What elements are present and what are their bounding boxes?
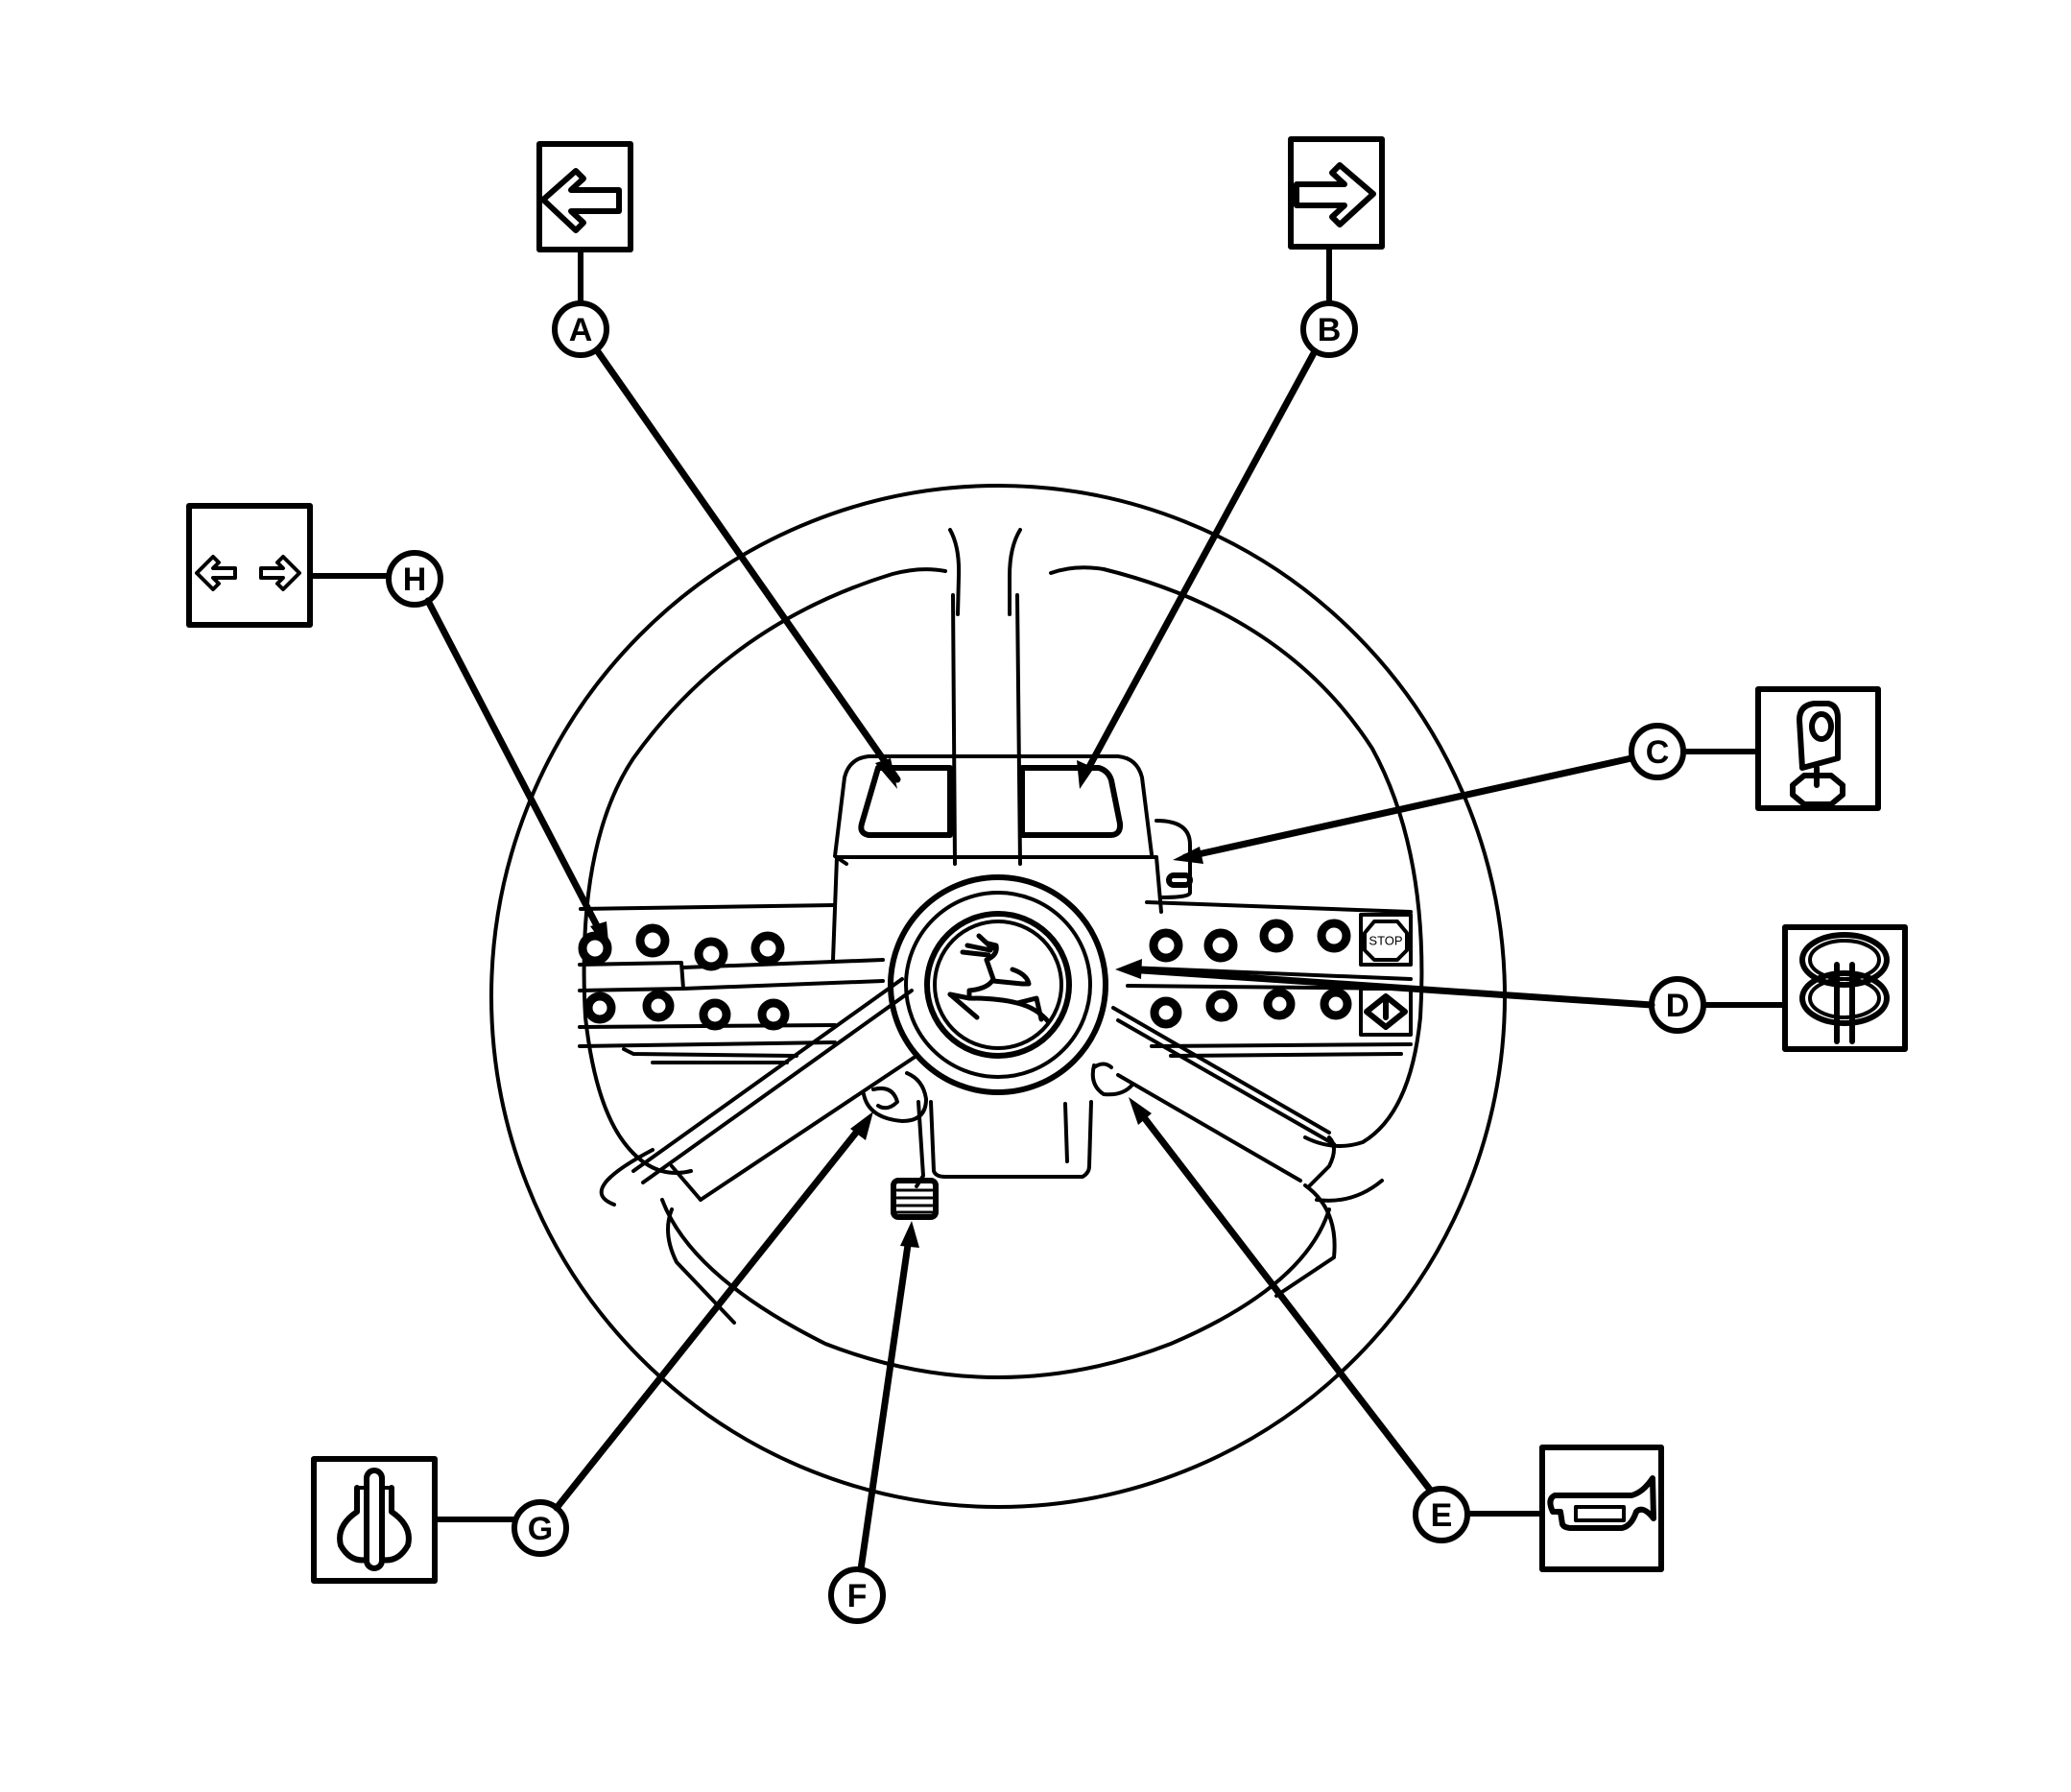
- right-round-buttons: [1150, 988, 1352, 1029]
- left-round-buttons: [583, 990, 790, 1031]
- left-toggle-switches: [578, 923, 785, 971]
- park-lock-lever-icon: [337, 1468, 412, 1571]
- callout-label-h: H: [403, 561, 427, 598]
- right-toggle-switches: [1149, 919, 1351, 963]
- stop-button[interactable]: STOP: [1359, 913, 1413, 967]
- console-housing: [831, 754, 1193, 962]
- horn-symbol-box: [1539, 1445, 1664, 1572]
- right-turn-symbol-box: [1288, 136, 1385, 250]
- callout-label-b: B: [1318, 312, 1342, 348]
- turn-signal-symbol-box: [186, 503, 313, 628]
- right-indicator-lamp: [1019, 765, 1124, 838]
- steering-tilt-symbol-box: [1782, 924, 1908, 1052]
- callout-label-d: D: [1666, 988, 1690, 1024]
- pedal-f[interactable]: [891, 1178, 939, 1220]
- callout-d: D: [1115, 924, 1908, 1052]
- leaping-deer-logo: [947, 933, 1051, 1024]
- callout-f: F: [828, 1221, 919, 1624]
- left-turn-symbol-box: [536, 141, 633, 252]
- steering-wheel: STOP: [489, 484, 1507, 1509]
- lever-e[interactable]: [1090, 1062, 1134, 1097]
- callout-a: A: [536, 141, 901, 789]
- top-spoke: [948, 528, 1022, 866]
- callout-label-g: G: [528, 1511, 553, 1547]
- right-spoke: [1111, 1006, 1337, 1298]
- left-switch-panel: [578, 903, 885, 1064]
- steering-hub: [888, 874, 1108, 1095]
- lever-symbol-box: [311, 1456, 438, 1584]
- horn-icon: [1547, 1475, 1656, 1531]
- callout-label-e: E: [1431, 1497, 1453, 1534]
- callout-h: H: [186, 503, 609, 952]
- callout-g: G: [311, 1111, 873, 1584]
- ignition-key-symbol-box: [1755, 686, 1881, 811]
- left-spoke: [631, 977, 918, 1325]
- callout-label-c: C: [1646, 734, 1670, 771]
- left-indicator-lamp: [858, 765, 953, 838]
- callout-label-f: F: [847, 1578, 868, 1614]
- key-slot: [1166, 872, 1193, 888]
- callout-label-a: A: [569, 312, 593, 348]
- column-base: [915, 1100, 1093, 1188]
- lever-g[interactable]: [862, 1071, 928, 1123]
- callout-b: B: [1077, 136, 1385, 789]
- ignition-key-icon: [1790, 701, 1845, 807]
- right-turn-arrow-icon: [1294, 162, 1376, 227]
- stop-label: STOP: [1369, 934, 1402, 948]
- hazard-button[interactable]: [1359, 987, 1413, 1037]
- steering-wheel-tilt-icon: [1799, 932, 1890, 1044]
- left-turn-arrow-icon: [540, 168, 622, 233]
- callout-c: C: [1173, 686, 1881, 864]
- turn-signal-switch-icon: [195, 555, 301, 591]
- callout-e: E: [1129, 1097, 1664, 1572]
